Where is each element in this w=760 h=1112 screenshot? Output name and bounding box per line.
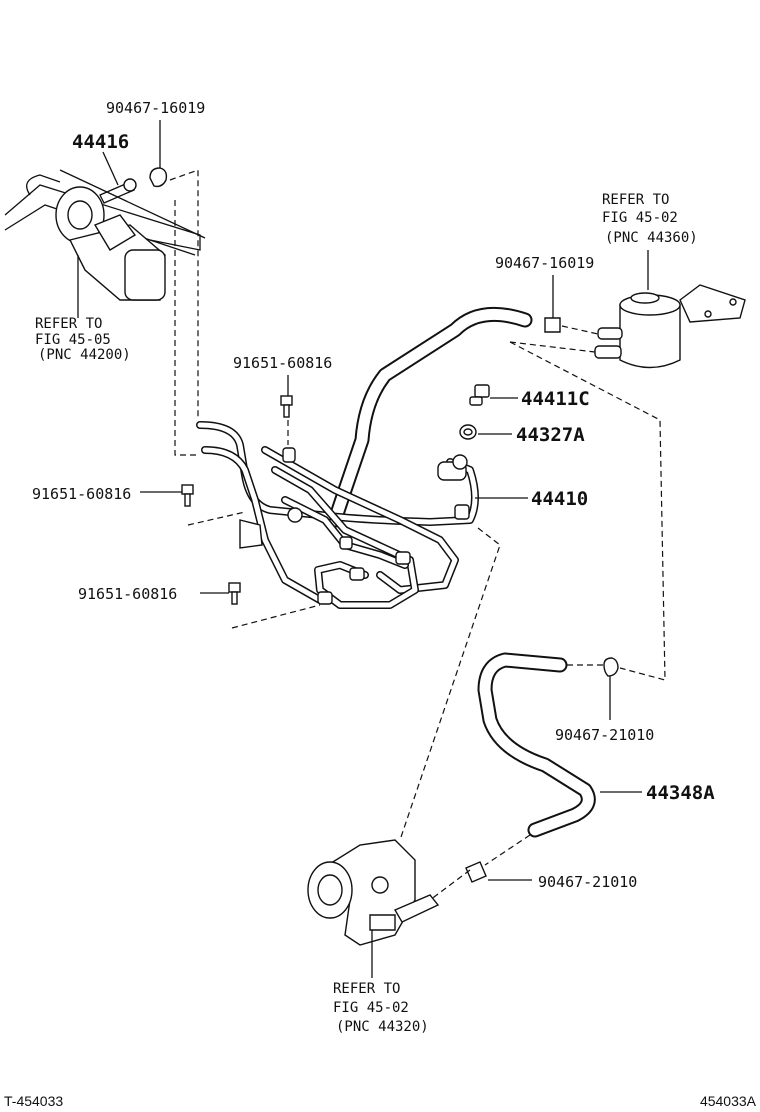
label-clip-tank: 90467-16019: [495, 254, 594, 272]
ref-tank-line1: REFER TO: [602, 192, 669, 208]
label-bolt-1: 91651-60816: [233, 354, 332, 372]
label-clip-top: 90467-16019: [106, 99, 205, 117]
footer-right-code: 454033A: [700, 1093, 757, 1109]
reservoir-tank-icon: [594, 284, 746, 369]
gasket-icon: [459, 424, 477, 440]
label-hose-44348a: 44348A: [646, 782, 715, 804]
ref-pump-line1: REFER TO: [333, 981, 400, 997]
bolt-icon: [181, 395, 293, 605]
label-clip-hose-upper: 90467-21010: [555, 726, 654, 744]
tube-assembly: [196, 421, 479, 609]
ref-gear-line3: (PNC 44200): [38, 347, 131, 363]
ref-gear-line1: REFER TO: [35, 316, 102, 332]
label-clip-hose-lower: 90467-21010: [538, 873, 637, 891]
vane-pump-icon: [307, 839, 440, 946]
label-union-44411c: 44411C: [521, 388, 590, 410]
ref-tank-line3: (PNC 44360): [605, 230, 698, 246]
label-bolt-2: 91651-60816: [32, 485, 131, 503]
union-bolt-icon: [469, 384, 490, 406]
label-union-44416: 44416: [72, 131, 129, 153]
hose-clip-icon: [149, 167, 619, 883]
label-tube-44410: 44410: [531, 488, 588, 510]
ref-gear-line2: FIG 45-05: [35, 332, 111, 348]
label-gasket-44327a: 44327A: [516, 424, 585, 446]
ref-pump-line2: FIG 45-02: [333, 1000, 409, 1016]
ref-pump-line3: (PNC 44320): [336, 1019, 429, 1035]
footer-left-code: T-454033: [4, 1093, 63, 1109]
ref-tank-line2: FIG 45-02: [602, 210, 678, 226]
label-bolt-3: 91651-60816: [78, 585, 177, 603]
steering-gear-icon: [4, 169, 206, 301]
